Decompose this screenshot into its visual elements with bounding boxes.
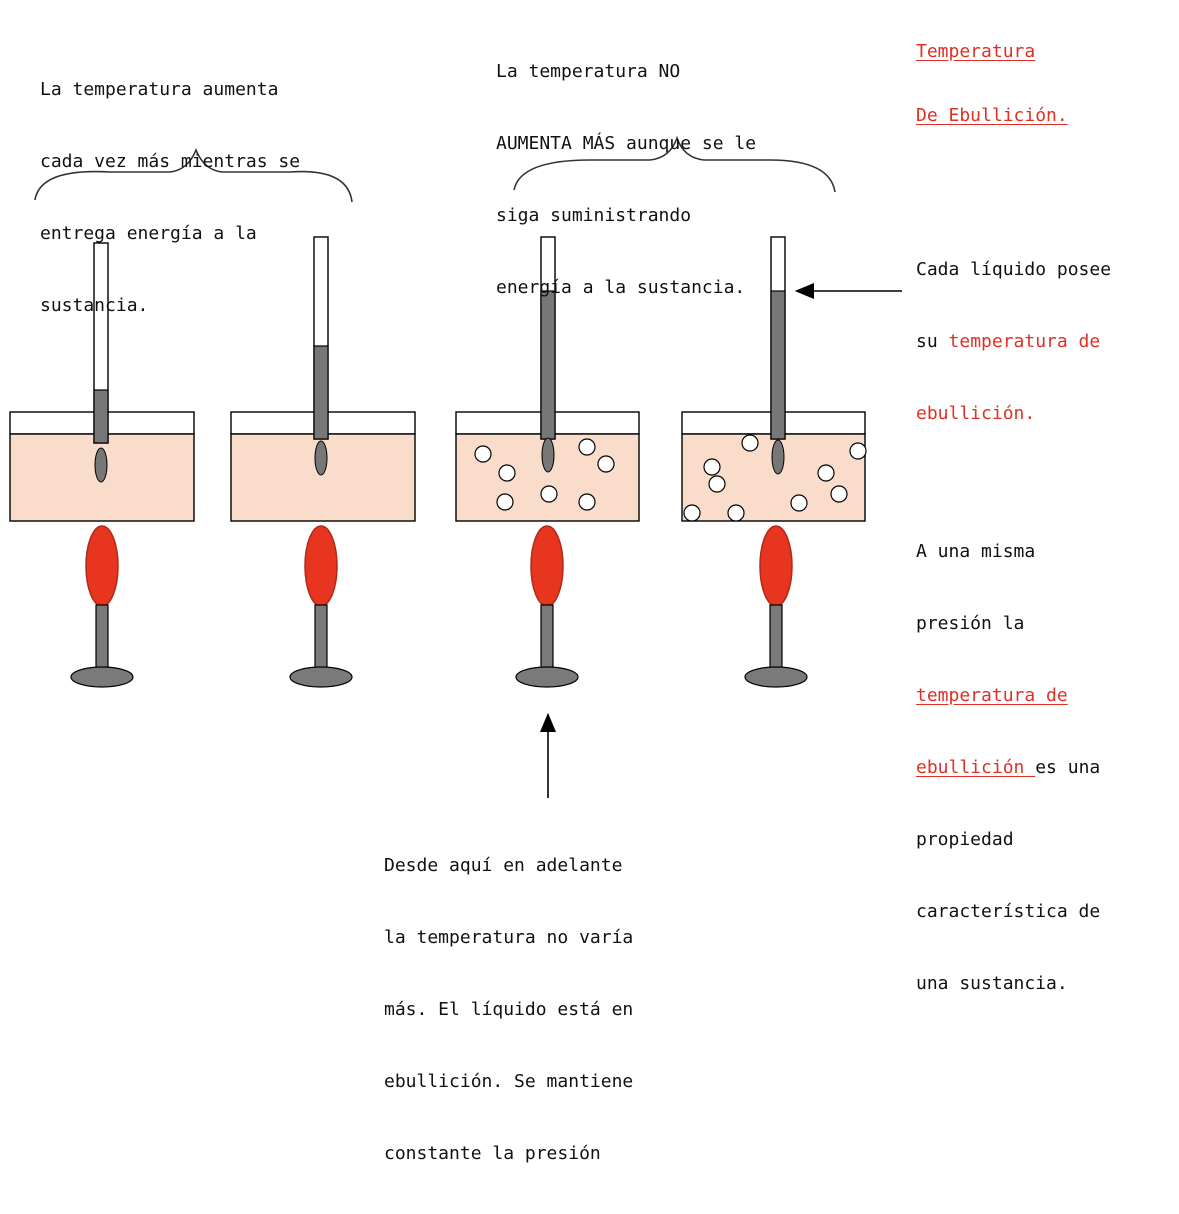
left-brace xyxy=(34,147,353,203)
note-line: energía a la sustancia. xyxy=(496,277,746,298)
setup-3-boiling xyxy=(455,236,640,688)
side-line: propiedad xyxy=(916,829,1014,850)
bubble xyxy=(683,504,701,522)
thermometer-1-bulb xyxy=(94,447,108,483)
middle-brace xyxy=(513,135,836,193)
burner-1-stem xyxy=(95,604,109,678)
note-line: sustancia. xyxy=(40,295,149,316)
thermometer-3-bulb xyxy=(541,437,555,473)
bubbles-3 xyxy=(474,438,615,511)
side-highlight: temperatura de xyxy=(948,331,1101,352)
bubble xyxy=(708,475,726,493)
thermometer-4-mercury xyxy=(770,290,786,440)
thermometer-2-bulb xyxy=(314,440,328,476)
note-line: ebullición. Se mantiene xyxy=(384,1071,634,1092)
side-note: Cada líquido posee su temperatura de ebu… xyxy=(916,210,1111,1044)
bubble xyxy=(474,445,492,463)
side-highlight: ebullición xyxy=(916,757,1036,778)
flame-4 xyxy=(759,525,793,607)
note-line: La temperatura aumenta xyxy=(40,79,279,100)
bubble xyxy=(849,442,867,460)
side-text: es una xyxy=(1035,757,1101,778)
thermometer-2-mercury xyxy=(313,345,329,440)
bubble xyxy=(578,493,596,511)
bubble xyxy=(540,485,558,503)
side-spacer xyxy=(916,474,1111,492)
note-line: constante la presión xyxy=(384,1143,601,1164)
setup-1-heating xyxy=(9,242,195,688)
note-middle-top: La temperatura NO AUMENTA MÁS aunque se … xyxy=(496,12,756,348)
thermometer-4-bulb xyxy=(771,439,785,475)
bubble xyxy=(578,438,596,456)
diagram-graphics xyxy=(9,135,902,798)
title-line-1: Temperatura xyxy=(916,41,1036,62)
side-line: Cada líquido posee xyxy=(916,259,1112,280)
setup-2-heating xyxy=(230,236,416,688)
bubble xyxy=(727,504,745,522)
note-line: cada vez más mientras se xyxy=(40,151,301,172)
bubble xyxy=(817,464,835,482)
bubble xyxy=(498,464,516,482)
burner-2-base xyxy=(289,666,353,688)
side-highlight: temperatura de xyxy=(916,685,1068,706)
side-line: presión la xyxy=(916,613,1025,634)
bubble xyxy=(496,493,514,511)
side-line: una sustancia. xyxy=(916,973,1068,994)
side-text: su xyxy=(916,331,949,352)
setup-4-boiling xyxy=(681,236,867,688)
note-line: entrega energía a la xyxy=(40,223,257,244)
bubbles-4 xyxy=(683,434,867,522)
note-left-top: La temperatura aumenta cada vez más mien… xyxy=(40,30,300,366)
title-line-2: De Ebullición. xyxy=(916,105,1068,126)
note-line: la temperatura no varía xyxy=(384,927,634,948)
note-line: La temperatura NO xyxy=(496,61,681,82)
note-line: AUMENTA MÁS aunque se le xyxy=(496,133,757,154)
burner-1-base xyxy=(70,666,134,688)
flame-1 xyxy=(85,525,119,607)
flame-2 xyxy=(304,525,338,607)
bubble xyxy=(597,455,615,473)
burner-3-stem xyxy=(540,604,554,678)
burner-2-stem xyxy=(314,604,328,678)
burner-3-base xyxy=(515,666,579,688)
note-bottom: Desde aquí en adelante la temperatura no… xyxy=(384,806,633,1214)
burner-4-stem xyxy=(769,604,783,678)
diagram-stage: La temperatura aumenta cada vez más mien… xyxy=(9,12,1111,1164)
bubble xyxy=(830,485,848,503)
flame-3 xyxy=(530,525,564,607)
note-line: más. El líquido está en xyxy=(384,999,634,1020)
side-line: A una misma xyxy=(916,541,1036,562)
bubble xyxy=(703,458,721,476)
side-line: su temperatura de xyxy=(916,330,1111,354)
bubble xyxy=(741,434,759,452)
side-line: ebullición es una xyxy=(916,756,1111,780)
note-line: Desde aquí en adelante xyxy=(384,855,623,876)
bubble xyxy=(790,494,808,512)
thermometer-1-mercury xyxy=(93,389,109,444)
side-line: característica de xyxy=(916,901,1101,922)
side-highlight: ebullición. xyxy=(916,403,1036,424)
note-line: siga suministrando xyxy=(496,205,692,226)
burner-4-base xyxy=(744,666,808,688)
